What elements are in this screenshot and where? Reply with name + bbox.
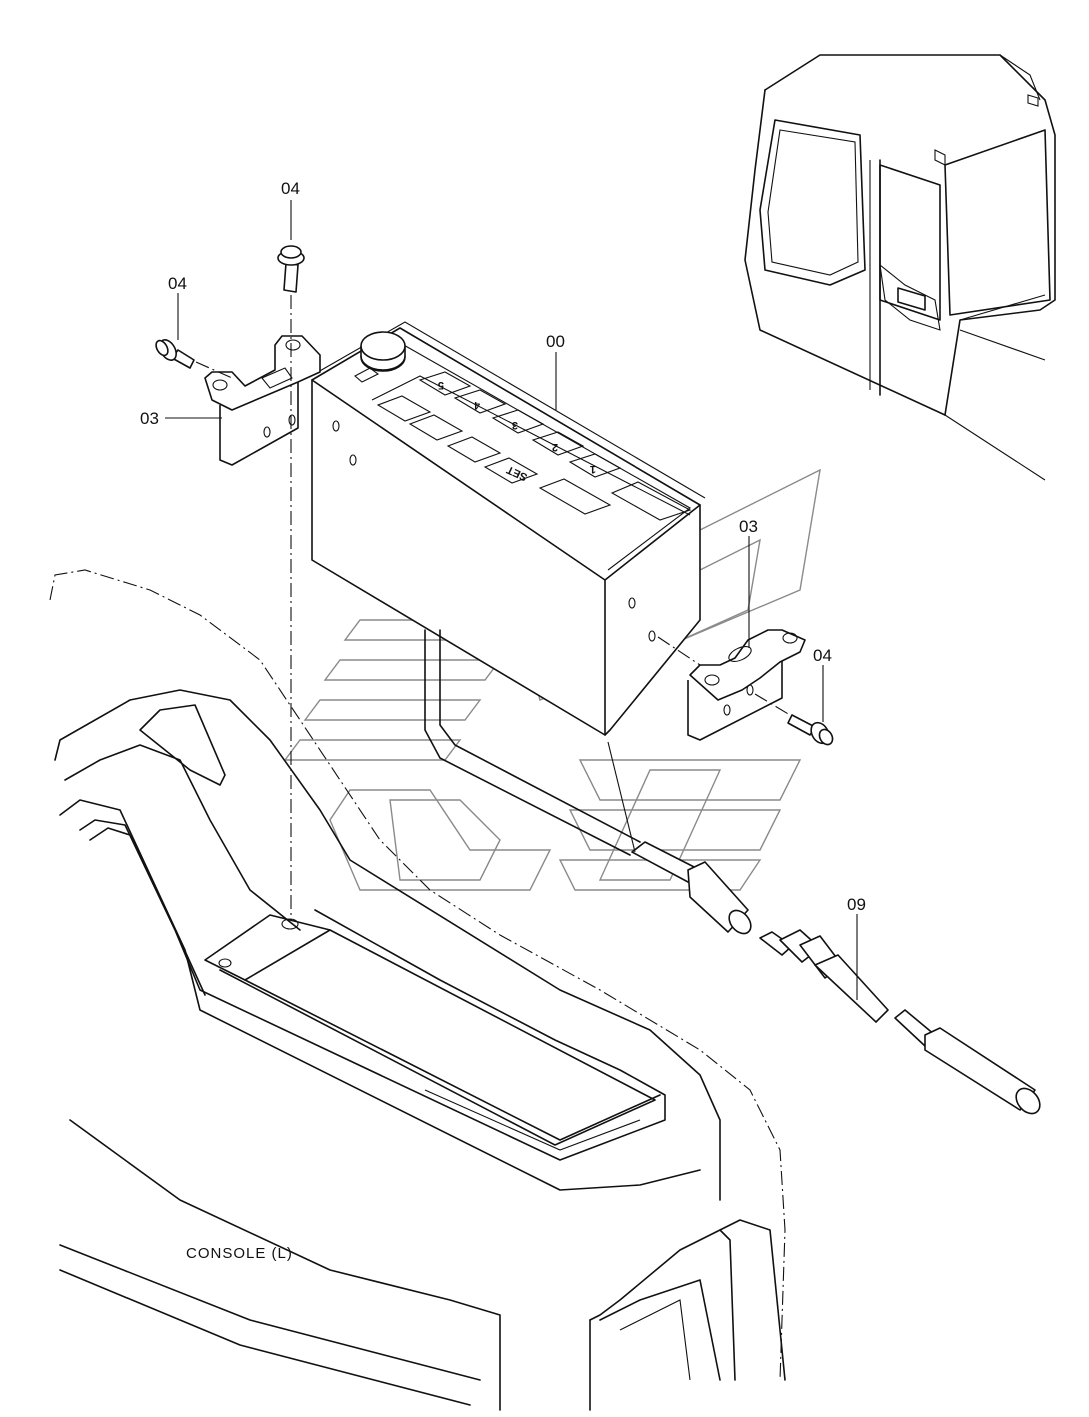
- monitor-unit: 5 4 3 2 1 SET: [311, 321, 706, 856]
- key-2-label: 2: [552, 441, 558, 453]
- monitor-connector: [631, 841, 752, 935]
- cab-inset: [744, 54, 1056, 481]
- key-1-label: 1: [590, 463, 596, 475]
- bracket-right: [687, 629, 806, 741]
- key-3-label: 3: [512, 419, 518, 431]
- key-5-label: 5: [438, 379, 444, 391]
- cable-09: [759, 929, 1041, 1115]
- console-left: [49, 569, 786, 1411]
- label-bolt-top-04: 04: [281, 179, 300, 198]
- label-monitor-00: 00: [546, 332, 565, 351]
- bolt-left: [155, 339, 195, 369]
- assembly-center-lines: [195, 295, 791, 920]
- bracket-left: [204, 335, 321, 466]
- bolt-top: [277, 245, 305, 293]
- bolt-right: [787, 714, 834, 746]
- label-cable-09: 09: [847, 895, 866, 914]
- label-bracket-left-03: 03: [140, 409, 159, 428]
- key-4-label: 4: [473, 399, 480, 411]
- label-bracket-right-03: 03: [739, 517, 758, 536]
- label-bolt-left-04: 04: [168, 274, 187, 293]
- console-label: CONSOLE (L): [186, 1245, 293, 1262]
- leader-lines: [165, 200, 858, 1000]
- keypad: 5 4 3 2 1 SET: [376, 371, 692, 521]
- label-bolt-right-04: 04: [813, 646, 832, 665]
